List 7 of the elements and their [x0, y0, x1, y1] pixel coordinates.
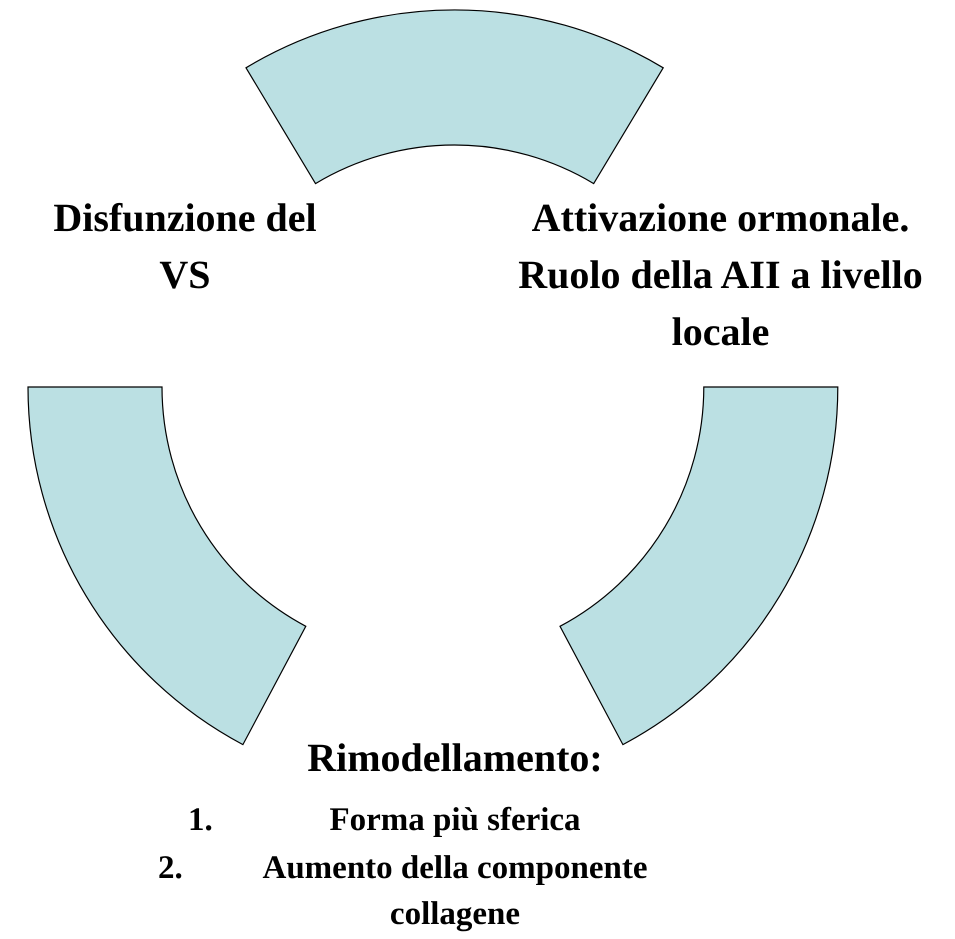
stage-label: Attivazione ormonale. Ruolo della AII a livello locale — [488, 190, 953, 360]
list-item: Forma più sferica — [328, 801, 582, 840]
stage-label: Disfunzione del VS — [50, 190, 320, 304]
stage-label: Rimodellamento: — [306, 734, 604, 782]
list-number: 2. — [158, 849, 184, 888]
list-item: Aumento della componente collagene — [262, 849, 648, 934]
list-number: 1. — [188, 801, 214, 840]
